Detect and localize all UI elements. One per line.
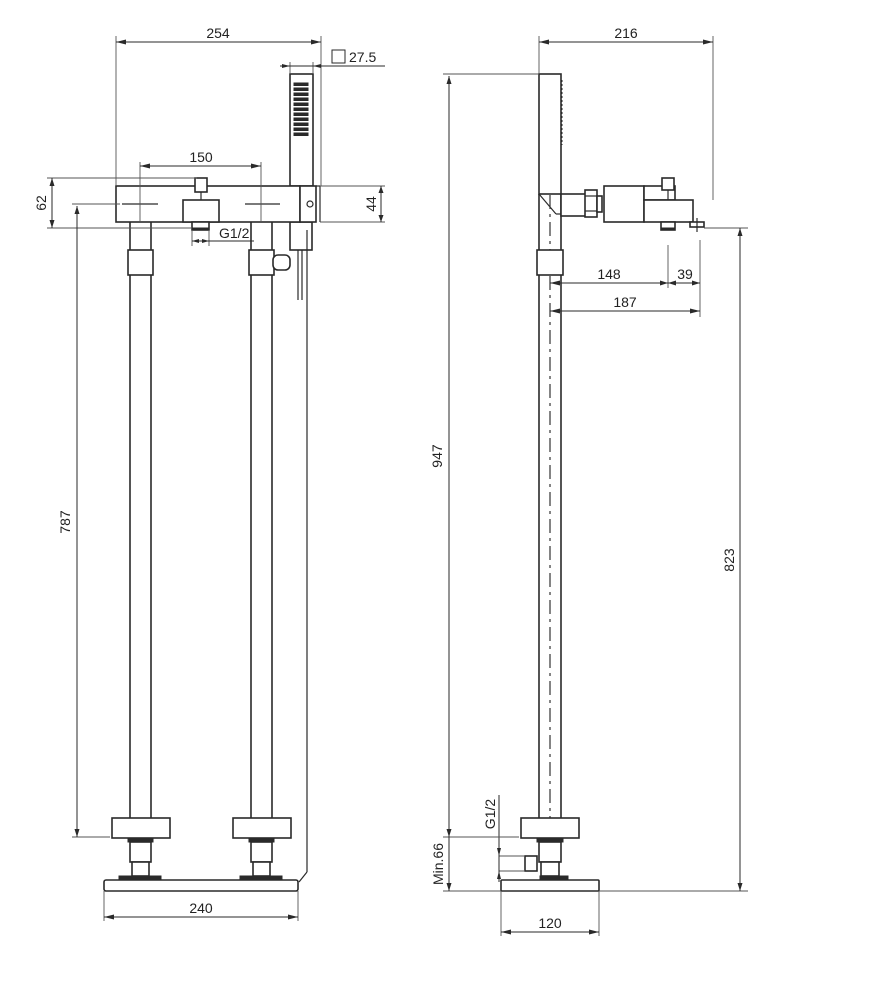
dim-inlet-spacing: 150 [139, 149, 262, 222]
side-hand-shower [538, 73, 562, 195]
svg-text:823: 823 [721, 548, 737, 572]
dim-handshower-square: 27.5 [280, 49, 385, 74]
svg-text:44: 44 [363, 196, 379, 212]
front-base-plate [103, 879, 299, 892]
side-mixer-body [560, 177, 705, 232]
dim-base-depth: 120 [500, 891, 600, 936]
dim-inlet-thread: G1/2 [482, 795, 525, 882]
svg-text:254: 254 [206, 25, 230, 41]
left-leg [111, 222, 171, 881]
dim-outlet-thread: G1/2 [191, 225, 254, 246]
svg-text:G1/2: G1/2 [219, 225, 250, 241]
svg-text:148: 148 [597, 266, 621, 282]
dim-spout-reach: 187 [550, 294, 700, 314]
svg-text:Min.66: Min.66 [430, 843, 446, 885]
right-leg [232, 222, 292, 881]
dim-overall-width: 254 [115, 25, 322, 186]
dim-base-width: 240 [103, 891, 299, 921]
dim-height-to-spout: 787 [57, 203, 120, 838]
svg-text:G1/2: G1/2 [482, 799, 498, 830]
svg-text:27.5: 27.5 [349, 49, 376, 65]
dim-min-clearance: Min.66 [430, 829, 519, 891]
dim-overall-depth: 216 [538, 25, 714, 200]
side-base [500, 817, 600, 892]
square-section-icon [331, 49, 346, 64]
dim-body-depth: 44 [320, 185, 385, 223]
shower-nozzle-grille-icon [293, 82, 309, 136]
svg-text:150: 150 [189, 149, 213, 165]
svg-text:120: 120 [538, 915, 562, 931]
side-column [536, 193, 564, 890]
svg-text:39: 39 [677, 266, 693, 282]
svg-text:787: 787 [57, 510, 73, 534]
mixer-body [115, 177, 321, 231]
svg-text:947: 947 [429, 444, 445, 468]
dim-total-height: 947 [429, 73, 539, 892]
svg-text:240: 240 [189, 900, 213, 916]
dim-body-height: 62 [33, 177, 197, 229]
dim-spout-height: 823 [599, 227, 748, 892]
svg-text:187: 187 [613, 294, 637, 310]
front-view: 254 27.5 150 62 [33, 25, 385, 921]
side-view: 216 947 148 39 187 [429, 25, 748, 936]
dim-spout-offsets: 148 39 [550, 240, 701, 317]
svg-text:62: 62 [33, 195, 49, 211]
svg-text:216: 216 [614, 25, 638, 41]
